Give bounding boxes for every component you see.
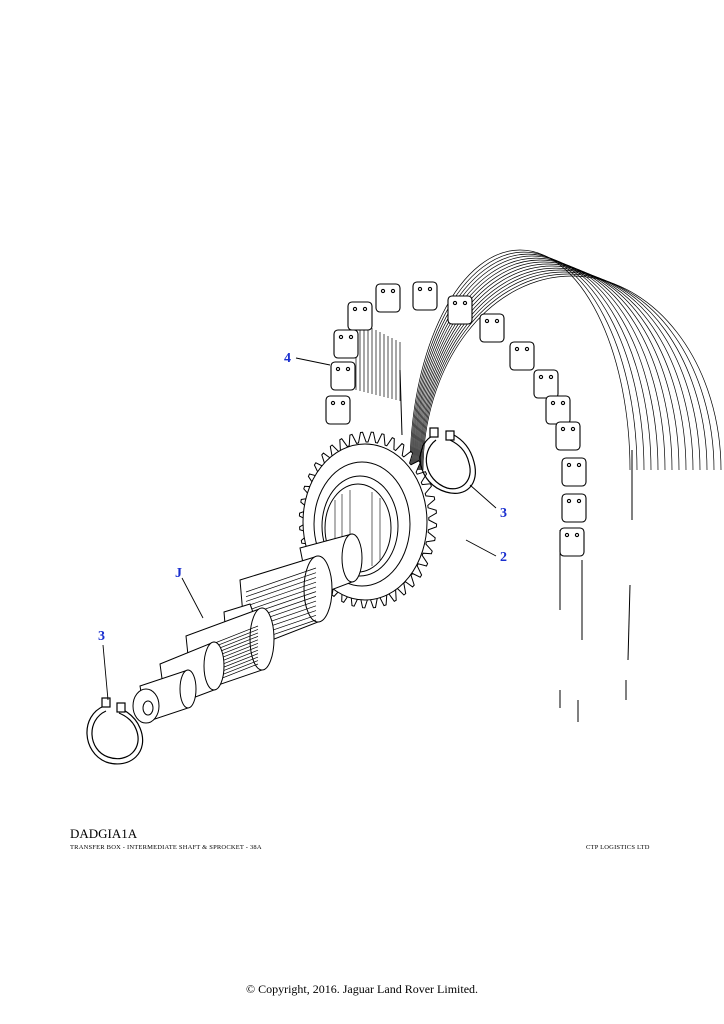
diagram-title: TRANSFER BOX - INTERMEDIATE SHAFT & SPRO…: [70, 844, 262, 851]
chain-link: [325, 395, 351, 425]
chain-link: [447, 295, 473, 325]
chain-link: [509, 341, 535, 371]
drawing-code: DADGIA1A: [70, 826, 138, 841]
callout-2: 2: [500, 550, 507, 565]
chain-link: [545, 395, 571, 425]
callout-3-left: 3: [98, 629, 105, 644]
company-name: CTP LOGISTICS LTD: [586, 844, 650, 851]
circlip-left: [86, 697, 144, 765]
copyright-notice: © Copyright, 2016. Jaguar Land Rover Lim…: [245, 982, 479, 996]
intermediate-shaft: [132, 533, 363, 724]
callout-j: J: [175, 566, 182, 581]
drive-chain: [325, 249, 722, 722]
leader-lines: [102, 357, 497, 701]
chain-link: [333, 329, 359, 359]
chain-link: [375, 283, 401, 313]
chain-link: [559, 527, 585, 557]
chain-link: [347, 301, 373, 331]
chain-link: [555, 421, 581, 451]
parts-diagram: [86, 249, 722, 765]
chain-link: [330, 361, 356, 391]
chain-link: [479, 313, 505, 343]
chain-link: [412, 281, 438, 311]
chain-link: [561, 457, 587, 487]
chain-link: [533, 369, 559, 399]
circlip-right: [419, 427, 476, 494]
callout-3-right: 3: [500, 506, 507, 521]
chain-link: [561, 493, 587, 523]
callout-4: 4: [284, 351, 291, 366]
